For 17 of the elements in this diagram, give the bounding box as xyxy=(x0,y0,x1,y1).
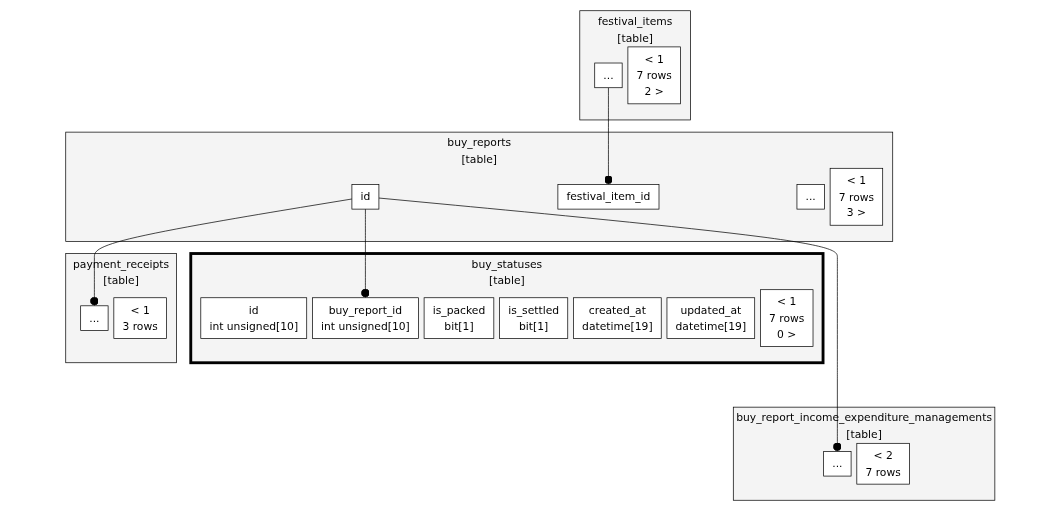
node-box: < 1 7 rows 3 > xyxy=(829,167,884,226)
node-box: ... xyxy=(796,184,825,210)
node-box: ... xyxy=(594,62,623,89)
node-box: < 1 7 rows 0 > xyxy=(760,289,814,347)
node-box: < 2 7 rows xyxy=(856,442,910,485)
node-box: id xyxy=(351,184,380,210)
node-box: festival_item_id xyxy=(557,184,660,210)
node-box: updated_at datetime[19] xyxy=(666,297,756,339)
node-box: ... xyxy=(80,305,109,331)
node-box: ... xyxy=(823,451,852,477)
node-box: id int unsigned[10] xyxy=(200,297,308,339)
node-box: is_settled bit[1] xyxy=(499,297,569,339)
node-box: buy_report_id int unsigned[10] xyxy=(312,297,419,339)
node-box: created_at datetime[19] xyxy=(573,297,662,339)
node-box: is_packed bit[1] xyxy=(423,297,495,339)
node-box: < 1 3 rows xyxy=(113,297,167,339)
node-box: < 1 7 rows 2 > xyxy=(627,46,682,105)
